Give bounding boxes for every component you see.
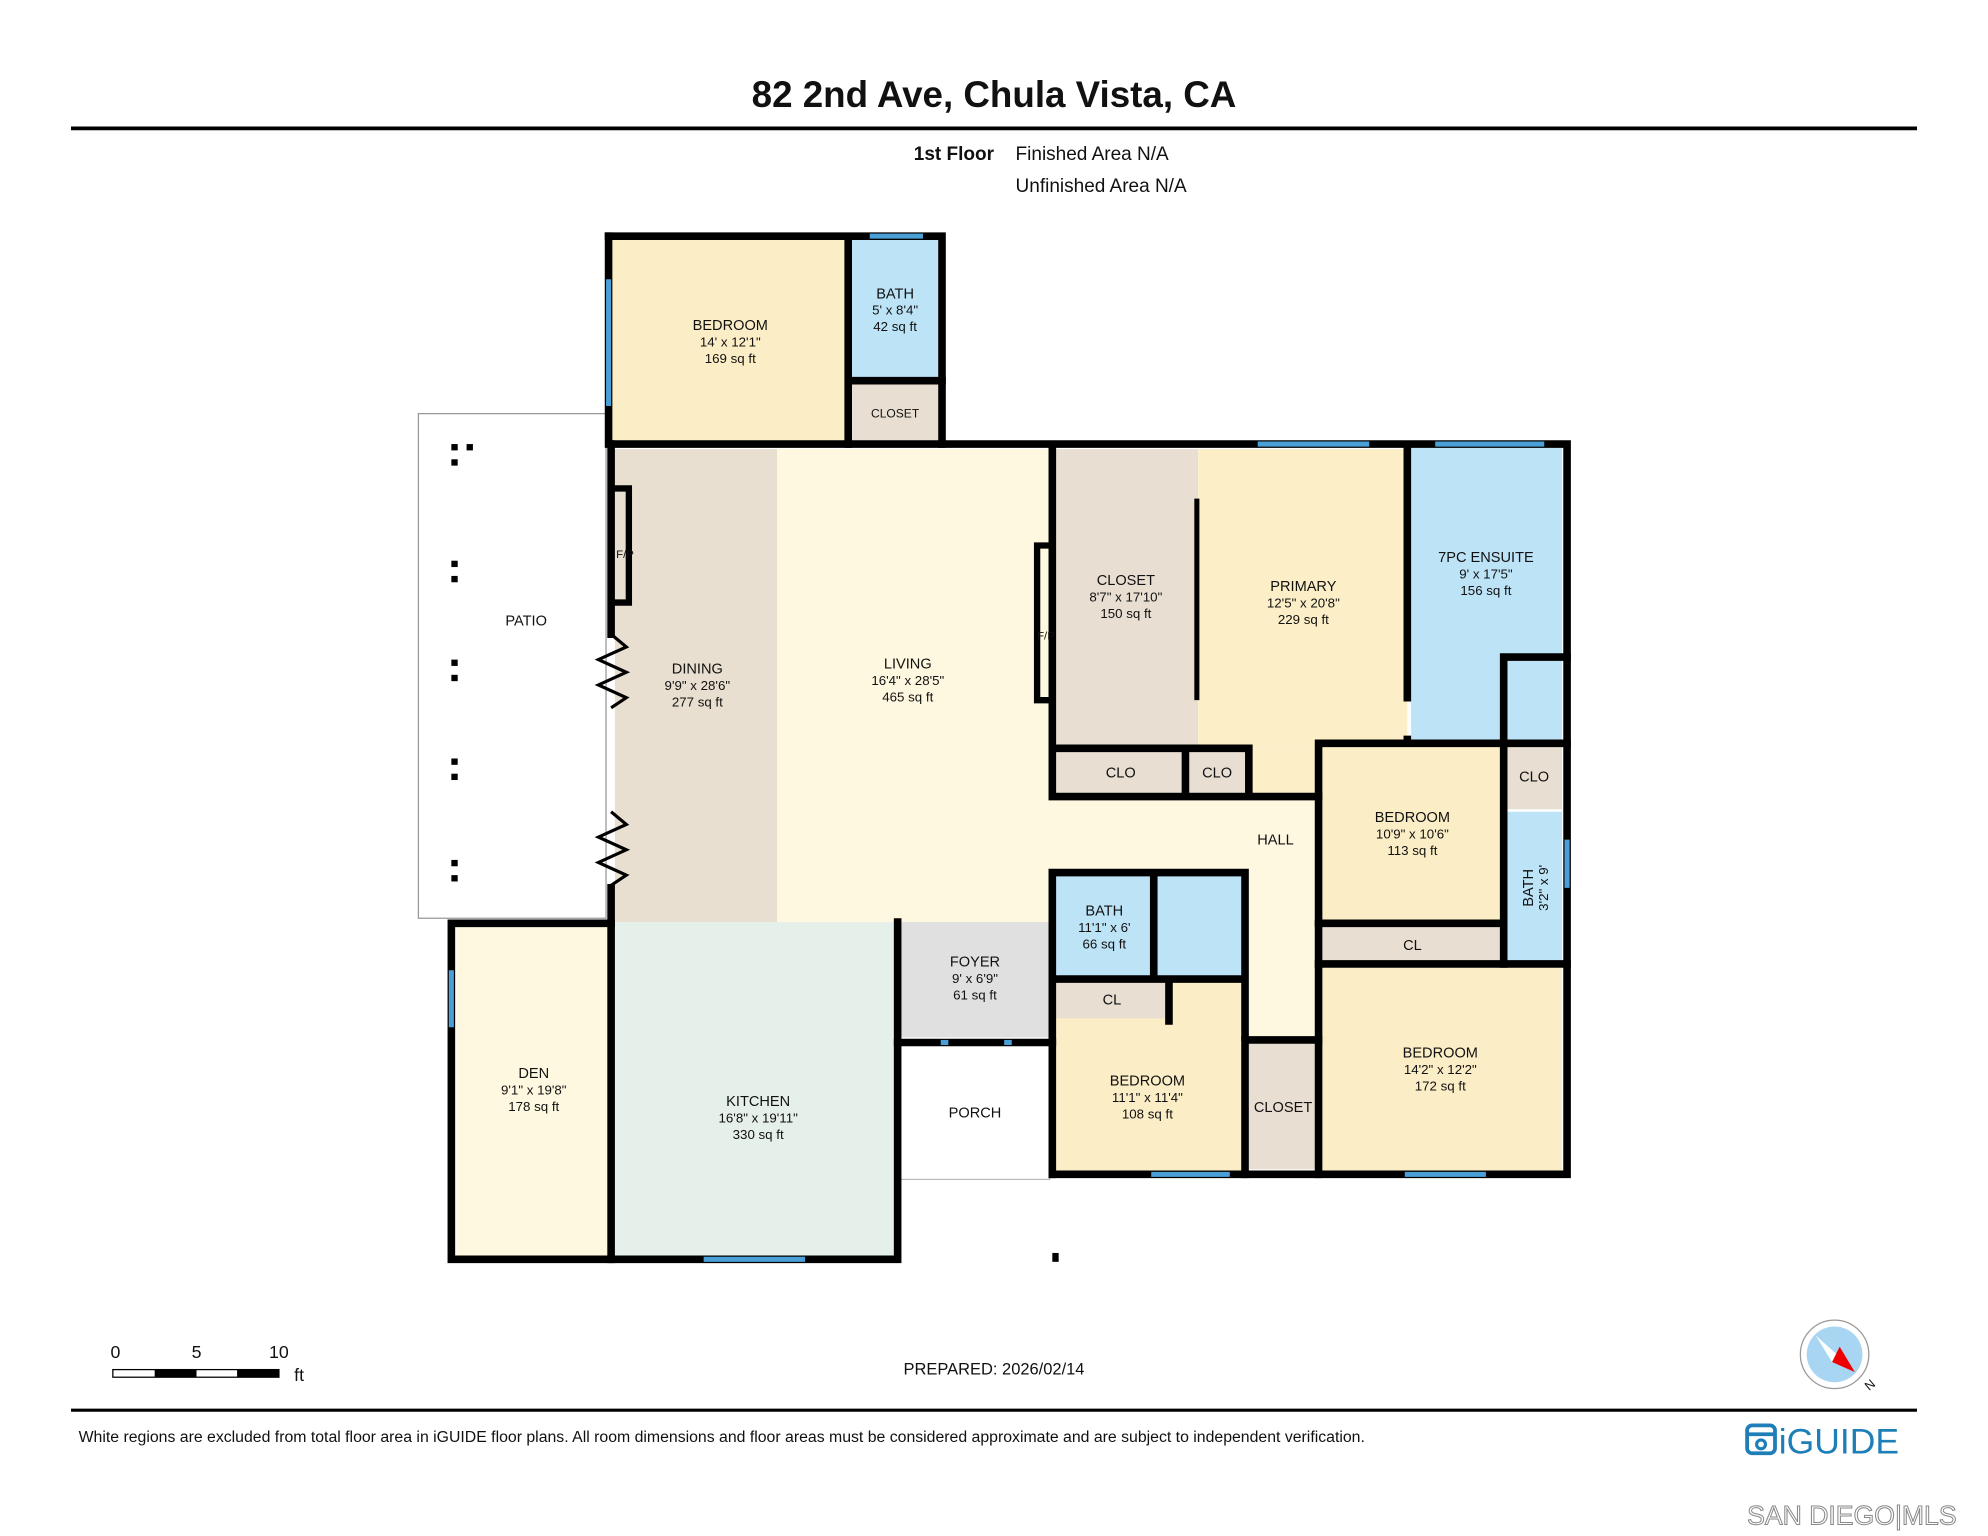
windows [448,233,1570,1262]
room-closet-2: CLOSET [1254,1100,1312,1116]
san-diego-mls-logo: SAN DIEGO|MLS [1747,1500,1956,1530]
scale-bar: 0 5 10 ft [110,1342,304,1385]
svg-text:66 sq ft: 66 sq ft [1082,937,1126,952]
svg-text:10: 10 [269,1342,289,1362]
svg-text:ft: ft [294,1365,304,1385]
svg-text:113 sq ft: 113 sq ft [1387,843,1437,858]
svg-text:11'1" x 11'4": 11'1" x 11'4" [1112,1090,1183,1105]
room-ensuite: 7PC ENSUITE 9' x 17'5" 156 sq ft [1438,550,1534,598]
room-fills [417,238,1562,1260]
unfinished-area: Unfinished Area N/A [1016,176,1187,197]
svg-text:16'4" x 28'5": 16'4" x 28'5" [871,673,944,688]
svg-text:14'2" x 12'2": 14'2" x 12'2" [1404,1062,1477,1077]
fireplace-label: F/P [1037,630,1055,642]
disclaimer: White regions are excluded from total fl… [79,1429,1365,1446]
floor-name: 1st Floor [914,144,995,165]
room-bath-2: BATH 3'2" x 9' [1521,865,1551,911]
room-cl-2: CL [1103,992,1122,1008]
svg-text:9'1" x 19'8": 9'1" x 19'8" [501,1082,567,1097]
svg-text:330 sq ft: 330 sq ft [733,1127,784,1142]
svg-text:229 sq ft: 229 sq ft [1278,612,1329,627]
room-den: DEN 9'1" x 19'8" 178 sq ft [501,1066,567,1114]
svg-text:465 sq ft: 465 sq ft [882,689,933,704]
walls [447,232,1571,1264]
svg-text:BEDROOM: BEDROOM [1375,810,1450,826]
svg-text:9' x 6'9": 9' x 6'9" [952,971,998,986]
svg-text:16'8" x 19'11": 16'8" x 19'11" [719,1110,799,1125]
room-walk-in-closet: CLOSET 8'7" x 17'10" 150 sq ft [1089,573,1162,621]
room-bedroom-4: BEDROOM 11'1" x 11'4" 108 sq ft [1110,1074,1185,1122]
svg-text:14' x 12'1": 14' x 12'1" [700,334,761,349]
room-foyer: FOYER 9' x 6'9" 61 sq ft [950,954,1000,1002]
room-kitchen: KITCHEN 16'8" x 19'11" 330 sq ft [719,1094,799,1142]
svg-text:BEDROOM: BEDROOM [1110,1074,1185,1090]
svg-text:9' x 17'5": 9' x 17'5" [1459,566,1513,581]
svg-text:42 sq ft: 42 sq ft [873,319,917,334]
svg-text:KITCHEN: KITCHEN [726,1094,790,1110]
room-living: LIVING 16'4" x 28'5" 465 sq ft [871,656,944,704]
svg-text:169 sq ft: 169 sq ft [705,351,756,366]
page-title: 82 2nd Ave, Chula Vista, CA [752,74,1237,115]
room-bedroom-2: BEDROOM 10'9" x 10'6" 113 sq ft [1375,810,1450,858]
svg-text:178 sq ft: 178 sq ft [508,1099,559,1114]
svg-text:150 sq ft: 150 sq ft [1100,606,1151,621]
svg-text:DINING: DINING [672,662,723,678]
fireplace-label: F/P [616,549,634,561]
svg-text:LIVING: LIVING [884,656,932,672]
svg-text:8'7" x 17'10": 8'7" x 17'10" [1089,589,1162,604]
room-dining: DINING 9'9" x 28'6" 277 sq ft [665,662,731,710]
svg-text:BATH: BATH [1521,869,1537,907]
compass-icon: N [1799,1319,1878,1394]
room-clo-2: CLO [1202,766,1232,782]
svg-text:12'5" x 20'8": 12'5" x 20'8" [1267,596,1340,611]
svg-text:0: 0 [110,1342,120,1362]
svg-text:BATH: BATH [1085,904,1123,920]
room-porch: PORCH [949,1105,1002,1121]
svg-text:9'9" x 28'6": 9'9" x 28'6" [665,678,731,693]
svg-text:11'1" x 6': 11'1" x 6' [1078,920,1130,935]
svg-text:277 sq ft: 277 sq ft [672,695,723,710]
room-patio: PATIO [505,613,547,629]
prepared-date: PREPARED: 2026/02/14 [904,1361,1085,1379]
iguide-logo: iGUIDE [1745,1421,1899,1461]
svg-text:BATH: BATH [876,286,914,302]
room-primary: PRIMARY 12'5" x 20'8" 229 sq ft [1267,579,1340,627]
svg-text:172 sq ft: 172 sq ft [1415,1079,1466,1094]
svg-text:10'9" x 10'6": 10'9" x 10'6" [1376,826,1449,841]
patio-posts [451,444,1059,1262]
room-closet-1: CLOSET [871,406,920,420]
room-bath-3: BATH 11'1" x 6' 66 sq ft [1078,904,1130,952]
room-bedroom-3: BEDROOM 14'2" x 12'2" 172 sq ft [1403,1046,1478,1094]
room-clo-3: CLO [1519,769,1549,785]
room-cl-1: CL [1403,938,1422,954]
svg-text:DEN: DEN [518,1066,549,1082]
svg-text:FOYER: FOYER [950,954,1000,970]
svg-text:iGUIDE: iGUIDE [1779,1421,1899,1461]
svg-text:61 sq ft: 61 sq ft [953,987,997,1002]
svg-text:CLOSET: CLOSET [1097,573,1155,589]
svg-text:3'2" x 9': 3'2" x 9' [1536,865,1551,911]
svg-text:5' x 8'4": 5' x 8'4" [872,303,918,318]
svg-text:BEDROOM: BEDROOM [1403,1046,1478,1062]
svg-text:156 sq ft: 156 sq ft [1460,583,1511,598]
svg-text:PRIMARY: PRIMARY [1270,579,1336,595]
finished-area: Finished Area N/A [1016,144,1169,165]
room-clo-1: CLO [1106,766,1136,782]
svg-text:7PC ENSUITE: 7PC ENSUITE [1438,550,1534,566]
svg-text:108 sq ft: 108 sq ft [1122,1107,1173,1122]
svg-text:N: N [1862,1377,1878,1394]
room-hall: HALL [1257,833,1293,849]
room-bath-1: BATH 5' x 8'4" 42 sq ft [872,286,918,334]
zigzag-railing [594,633,631,887]
svg-text:5: 5 [192,1342,202,1362]
room-bedroom-1: BEDROOM 14' x 12'1" 169 sq ft [693,318,768,366]
svg-text:BEDROOM: BEDROOM [693,318,768,334]
